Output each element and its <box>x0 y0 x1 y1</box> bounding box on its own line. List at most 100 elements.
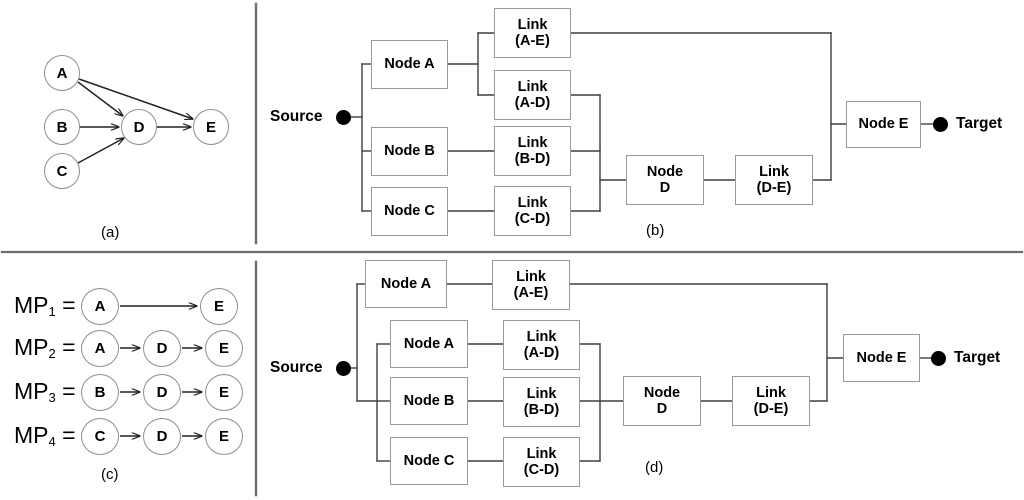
panel-c-row-4-node-1[interactable]: C <box>81 418 119 455</box>
block-line2: D <box>659 180 671 196</box>
panel-c-row-4-node-3[interactable]: E <box>205 418 243 455</box>
panel-c-row-2-node-3[interactable]: E <box>205 330 243 367</box>
panel-b-block-link-ad[interactable]: Link (A-D) <box>494 70 571 120</box>
panel-c-caption: (c) <box>101 466 119 483</box>
block-line2: (A-D) <box>523 345 560 361</box>
block-line2: (A-E) <box>513 285 549 301</box>
panel-c-row-3-node-2[interactable]: D <box>143 374 181 411</box>
panel-c-row-4-node-2[interactable]: D <box>143 418 181 455</box>
panel-c-row-1-label: MP1 = <box>14 292 76 319</box>
node-label: E <box>213 298 224 315</box>
node-label: D <box>156 384 168 401</box>
panel-d-block-link-ad[interactable]: Link (A-D) <box>503 320 580 370</box>
panel-d-block-link-bd[interactable]: Link (B-D) <box>503 377 580 427</box>
node-label: C <box>94 428 106 445</box>
block-line2: (A-E) <box>515 33 550 49</box>
block-line2: (C-D) <box>523 462 560 478</box>
block-line1: Node C <box>403 452 455 469</box>
panel-d-block-link-cd[interactable]: Link (C-D) <box>503 437 580 487</box>
block-line1: Link <box>526 385 557 402</box>
panel-d-block-node-a-mid[interactable]: Node A <box>390 320 468 368</box>
mp-name: MP <box>14 378 49 404</box>
node-label: E <box>218 428 229 445</box>
panel-b-block-node-b[interactable]: Node B <box>371 127 448 176</box>
block-line1: Node B <box>403 392 455 409</box>
block-line2: (D-E) <box>756 180 792 196</box>
block-line2: (A-D) <box>514 95 551 111</box>
panel-b-block-node-c[interactable]: Node C <box>371 187 448 236</box>
block-line2: (D-E) <box>753 401 789 417</box>
panel-b-block-node-a[interactable]: Node A <box>371 40 448 89</box>
panel-c-row-3-node-1[interactable]: B <box>81 374 119 411</box>
mp-index: 3 <box>48 390 56 405</box>
panel-d-target-dot <box>931 351 946 366</box>
graph-node-a[interactable]: A <box>44 55 80 91</box>
mp-name: MP <box>14 292 49 318</box>
panel-d-block-link-de[interactable]: Link (D-E) <box>732 376 810 426</box>
node-label: D <box>156 340 168 357</box>
mp-equals: = <box>62 334 76 360</box>
panel-b-block-node-d[interactable]: Node D <box>626 155 704 205</box>
panel-c-row-1-node-2[interactable]: E <box>200 288 238 325</box>
block-line1: Link <box>517 194 548 211</box>
block-line1: Node C <box>384 203 435 220</box>
panel-b-source-dot <box>336 110 351 125</box>
mp-index: 4 <box>48 434 56 449</box>
block-line1: Node <box>646 163 684 180</box>
block-line1: Link <box>517 78 548 95</box>
panel-d-block-node-e[interactable]: Node E <box>843 334 920 382</box>
mp-equals: = <box>62 378 76 404</box>
mp-index: 1 <box>48 304 56 319</box>
panel-b-block-link-ae[interactable]: Link (A-E) <box>494 8 571 58</box>
node-label: E <box>218 384 229 401</box>
panel-d-block-node-d[interactable]: Node D <box>623 376 701 426</box>
node-label: A <box>94 340 106 357</box>
node-label: B <box>94 384 106 401</box>
block-line1: Link <box>526 445 557 462</box>
node-label: A <box>94 298 106 315</box>
panel-c-row-1-node-1[interactable]: A <box>81 288 119 325</box>
mp-index: 2 <box>48 346 56 361</box>
panel-c-row-2-node-2[interactable]: D <box>143 330 181 367</box>
panel-b-source-label: Source <box>270 108 323 125</box>
block-line1: Link <box>759 163 789 180</box>
mp-equals: = <box>62 292 76 318</box>
node-label: E <box>218 340 229 357</box>
panel-b-block-link-cd[interactable]: Link (C-D) <box>494 186 571 236</box>
graph-node-b-label: B <box>56 118 68 136</box>
panel-b-block-link-bd[interactable]: Link (B-D) <box>494 126 571 176</box>
panel-a-caption: (a) <box>101 224 120 241</box>
block-line1: Link <box>517 16 548 33</box>
panel-b-block-node-e[interactable]: Node E <box>846 101 921 148</box>
mp-equals: = <box>62 422 76 448</box>
panel-d-block-node-c[interactable]: Node C <box>390 437 468 485</box>
panel-c-row-2-node-1[interactable]: A <box>81 330 119 367</box>
graph-node-e[interactable]: E <box>193 109 229 145</box>
panel-d-block-link-ae[interactable]: Link (A-E) <box>492 260 570 310</box>
graph-node-c-label: C <box>56 162 68 180</box>
panel-c-row-4-label: MP4 = <box>14 422 76 449</box>
graph-node-d[interactable]: D <box>121 109 157 145</box>
block-line1: Node A <box>403 335 455 352</box>
panel-b-block-link-de[interactable]: Link (D-E) <box>735 155 813 205</box>
block-line1: Node A <box>384 56 435 73</box>
panel-c-row-2-label: MP2 = <box>14 334 76 361</box>
mp-name: MP <box>14 422 49 448</box>
block-line1: Node E <box>858 116 909 133</box>
panel-d-caption: (d) <box>645 459 664 476</box>
block-line1: Link <box>756 384 786 401</box>
node-label: D <box>156 428 168 445</box>
graph-node-d-label: D <box>133 118 145 136</box>
panel-d-block-node-b[interactable]: Node B <box>390 377 468 425</box>
graph-node-b[interactable]: B <box>44 109 80 145</box>
block-line1: Link <box>517 134 548 151</box>
graph-node-c[interactable]: C <box>44 153 80 189</box>
panel-d-block-node-a-top[interactable]: Node A <box>365 260 447 308</box>
panel-b-target-label: Target <box>956 115 1003 132</box>
panel-c-row-3-label: MP3 = <box>14 378 76 405</box>
block-line1: Node E <box>856 349 907 366</box>
panel-c-row-3-node-3[interactable]: E <box>205 374 243 411</box>
graph-node-a-label: A <box>56 64 68 82</box>
block-line1: Link <box>516 268 546 285</box>
